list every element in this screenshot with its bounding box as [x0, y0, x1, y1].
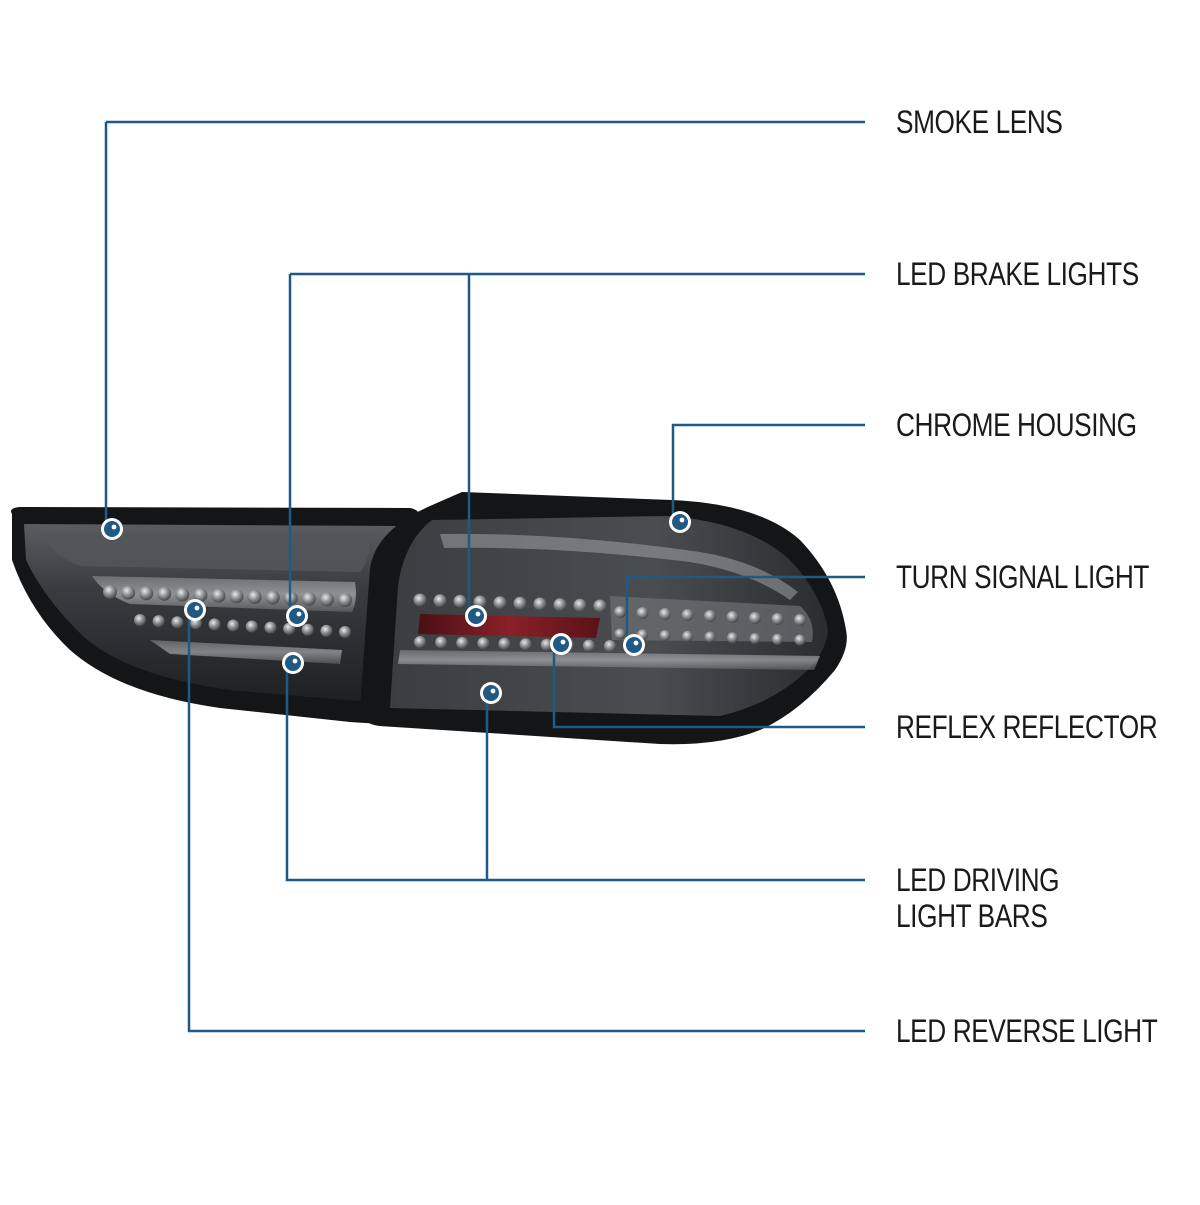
led-element: [139, 586, 154, 601]
led-element: [771, 613, 784, 625]
led-element: [413, 593, 427, 607]
led-element: [704, 631, 716, 643]
led-element: [513, 596, 527, 610]
led-element: [121, 585, 136, 600]
led-element: [533, 597, 547, 611]
led-element: [573, 598, 587, 612]
led-element: [338, 593, 352, 607]
led-element: [659, 630, 671, 641]
dot-driving-bars-right: [480, 682, 502, 704]
led-element: [614, 628, 626, 640]
dot-chrome-housing: [669, 511, 691, 533]
leader-turn-signal: [625, 575, 865, 640]
led-element: [794, 614, 806, 626]
label-turn-signal-light: TURN SIGNAL LIGHT: [896, 559, 1150, 595]
led-element: [681, 609, 694, 621]
led-element: [456, 636, 469, 649]
led-element: [772, 633, 783, 645]
inner-lamp-led-row: [413, 593, 806, 652]
label-chrome-housing: CHROME HOUSING: [896, 407, 1137, 443]
callout-dots: [101, 511, 691, 704]
leader-driving-bars-left: [285, 665, 865, 882]
led-element: [193, 588, 208, 603]
inner-tail-lamp: [360, 492, 847, 745]
label-led-brake-lights: LED BRAKE LIGHTS: [896, 256, 1139, 292]
label-led-driving-line2: LIGHT BARS: [896, 898, 1048, 934]
led-element: [682, 630, 693, 642]
led-element: [604, 640, 616, 652]
label-reflex-reflector: REFLEX REFLECTOR: [896, 709, 1158, 745]
dot-reflex-reflector: [550, 633, 572, 655]
led-element: [498, 637, 511, 650]
led-element: [749, 633, 761, 644]
led-element: [157, 586, 172, 601]
led-element: [301, 623, 314, 636]
callout-lines: [104, 120, 865, 1033]
label-led-reverse-light: LED REVERSE LIGHT: [896, 1013, 1158, 1049]
outer-tail-lamp: [11, 507, 421, 724]
led-element: [519, 638, 532, 651]
led-element: [433, 594, 447, 608]
label-led-driving-light-bars: LED DRIVING LIGHT BARS: [896, 862, 1060, 934]
led-element: [152, 615, 165, 628]
led-element: [245, 620, 258, 633]
led-element: [414, 636, 426, 648]
led-element: [727, 632, 738, 644]
led-element: [453, 594, 467, 608]
led-element: [103, 585, 117, 599]
label-smoke-lens: SMOKE LENS: [896, 104, 1063, 140]
inner-lamp-chrome-trim: [440, 533, 798, 600]
led-element: [134, 614, 146, 626]
label-led-driving-line1: LED DRIVING: [896, 862, 1060, 898]
led-element: [582, 639, 595, 652]
led-element: [175, 587, 190, 602]
led-element: [477, 637, 490, 650]
outer-lamp-upper-panel: [40, 532, 371, 572]
inner-lamp-reflex-reflector: [418, 614, 600, 638]
led-element: [493, 596, 507, 610]
led-element: [301, 591, 316, 606]
led-element: [726, 611, 739, 623]
dot-brake-lights-left: [286, 605, 308, 627]
led-element: [704, 610, 716, 622]
led-element: [229, 589, 244, 604]
led-element: [540, 638, 553, 651]
led-element: [264, 621, 277, 634]
led-element: [435, 636, 448, 649]
leader-chrome-housing: [671, 423, 865, 520]
dot-turn-signal: [623, 634, 645, 656]
dot-smoke-lens: [101, 518, 123, 540]
led-element: [320, 624, 333, 637]
dot-brake-lights-right: [465, 605, 487, 627]
led-element: [553, 598, 567, 612]
led-element: [339, 626, 351, 638]
led-element: [208, 618, 221, 631]
led-element: [171, 616, 184, 629]
dot-reverse-light: [184, 599, 206, 621]
led-element: [659, 608, 671, 620]
led-element: [227, 619, 240, 632]
dot-driving-bars-left: [282, 652, 304, 674]
led-element: [749, 612, 761, 624]
led-element: [247, 589, 262, 604]
led-element: [614, 606, 626, 618]
leader-reflex-reflector: [552, 640, 865, 729]
inner-lamp-driving-bar: [398, 650, 820, 670]
led-element: [794, 634, 806, 646]
led-element: [636, 607, 649, 619]
leader-reverse-light: [187, 612, 865, 1033]
led-element: [211, 588, 226, 603]
led-element: [593, 599, 607, 613]
led-element: [265, 590, 280, 605]
led-element: [319, 592, 334, 607]
